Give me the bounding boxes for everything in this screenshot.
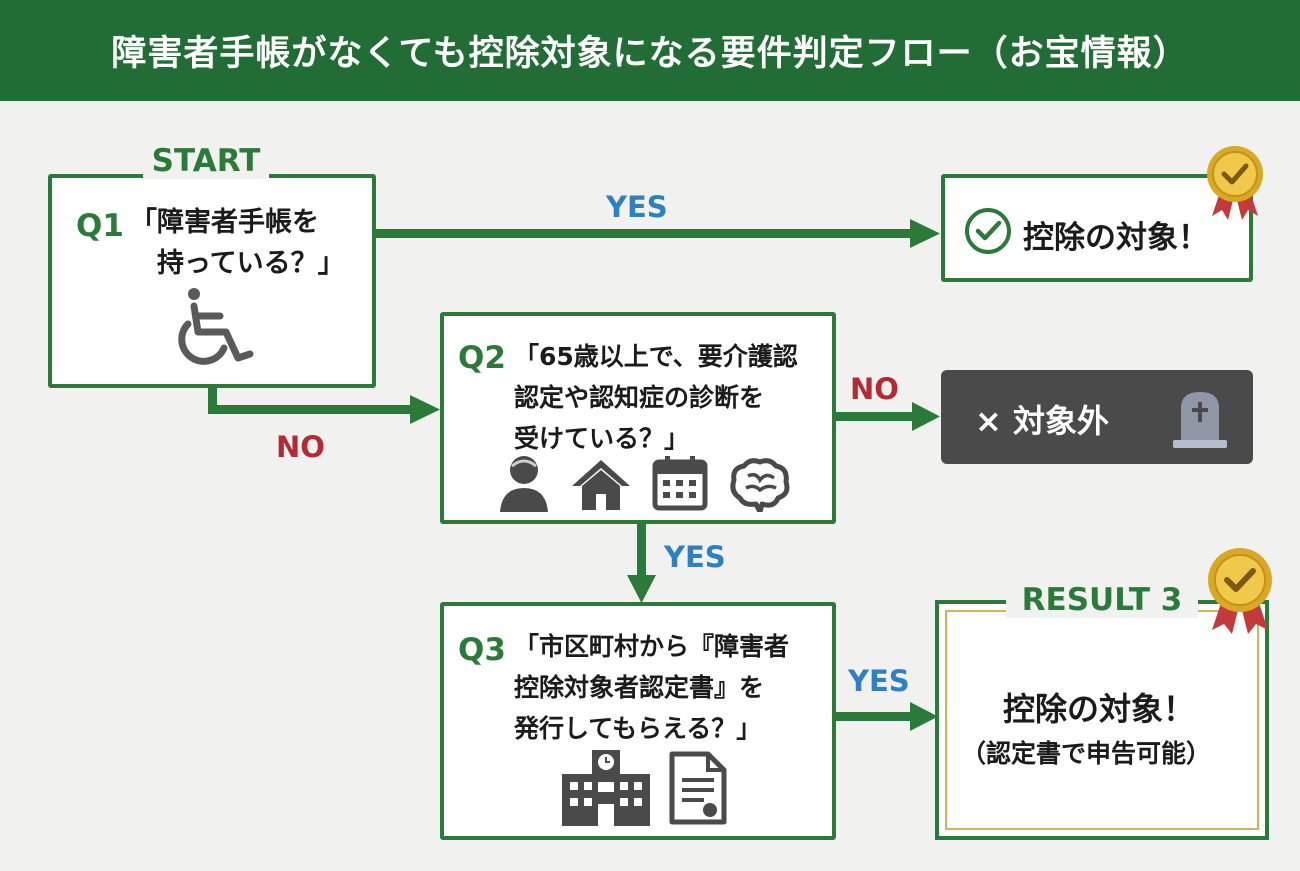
edge-label-q2-yes: YES <box>664 540 726 574</box>
house-icon <box>572 460 630 510</box>
q1-label: Q1 <box>76 208 124 244</box>
arrowhead-q2-yes <box>627 575 656 603</box>
q3-label: Q3 <box>458 632 506 668</box>
check-circle-icon <box>965 208 1011 254</box>
arrow-q3-yes <box>834 712 914 721</box>
edge-label-q2-no: NO <box>850 372 899 406</box>
start-label: START <box>143 143 269 179</box>
excluded-box: × 対象外 <box>941 370 1253 464</box>
edge-label-q3-yes: YES <box>848 664 910 698</box>
q1-question: 「障害者手帳を 持っている？」 <box>130 207 345 279</box>
arrowhead-q3-yes <box>910 702 938 731</box>
result3-box: 控除の対象！ （認定書で申告可能） <box>935 600 1269 840</box>
q2-box: Q2 「65歳以上で、要介護認 認定や認知症の診断を 受けている？」 <box>440 312 836 524</box>
elderly-person-icon <box>500 456 548 512</box>
document-icon <box>669 751 727 825</box>
q3-box: Q3 「市区町村から『障害者 控除対象者認定書』を 発行してもらえる？」 <box>440 602 836 840</box>
page-title: 障害者手帳がなくても控除対象になる要件判定フロー（お宝情報） <box>111 34 1189 74</box>
arrow-q1-no-vertical <box>208 386 217 414</box>
gravestone-icon <box>1173 392 1227 448</box>
header-banner: 障害者手帳がなくても控除対象になる要件判定フロー（お宝情報） <box>0 0 1300 101</box>
arrowhead-q1-no <box>410 395 440 424</box>
calendar-icon <box>652 456 708 511</box>
result1-text: 控除の対象！ <box>1023 220 1209 256</box>
edge-label-q1-yes: YES <box>606 190 668 224</box>
q3-question: 「市区町村から『障害者 控除対象者認定書』を 発行してもらえる？」 <box>514 632 790 743</box>
arrow-q2-no <box>834 412 916 421</box>
result3-line1: 控除の対象！ <box>1003 690 1196 728</box>
wheelchair-icon <box>178 288 254 365</box>
result3-line2: （認定書で申告可能） <box>961 739 1212 768</box>
arrowhead-q2-no <box>912 402 940 431</box>
arrowhead-q1-yes <box>910 219 940 248</box>
excluded-text: × 対象外 <box>975 402 1109 440</box>
result1-box: 控除の対象！ <box>941 174 1253 282</box>
gold-medal-icon <box>1208 548 1272 634</box>
q2-label: Q2 <box>458 340 506 376</box>
city-hall-icon <box>562 750 650 826</box>
q1-box: Q1 「障害者手帳を 持っている？」 <box>48 174 376 388</box>
edge-label-q1-no: NO <box>276 430 325 464</box>
gold-medal-icon <box>1207 146 1263 220</box>
brain-icon <box>730 458 790 512</box>
result3-label: RESULT 3 <box>1006 582 1198 618</box>
arrow-q2-yes <box>637 523 646 579</box>
q2-question: 「65歳以上で、要介護認 認定や認知症の診断を 受けている？」 <box>514 342 798 453</box>
arrow-q1-no-horizontal <box>208 405 414 414</box>
arrow-q1-yes <box>374 229 914 238</box>
